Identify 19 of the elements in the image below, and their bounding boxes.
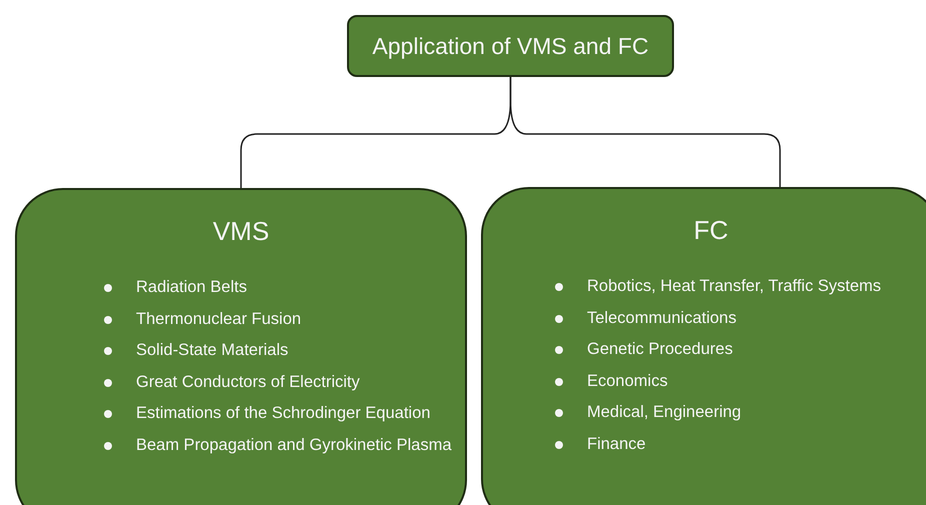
category-panel [481, 187, 926, 505]
list-item: Genetic Procedures [587, 339, 733, 360]
list-item: Economics [587, 370, 668, 392]
list-item: Telecommunications [587, 308, 736, 328]
list-item: Finance [587, 434, 646, 454]
list-item: Solid-State Materials [136, 340, 288, 361]
list-item: Beam Propagation and Gyrokinetic Plasma [136, 434, 452, 456]
category-panel [15, 188, 467, 505]
list-item: Estimations of the Schrodinger Equation [136, 403, 430, 424]
title-text: Application of VMS and FC [372, 32, 649, 60]
panel-heading: FC [694, 215, 728, 245]
title-box [347, 15, 674, 77]
list-item: Robotics, Heat Transfer, Traffic Systems [587, 276, 882, 297]
list-item: Thermonuclear Fusion [136, 308, 302, 330]
list-item: Radiation Belts [136, 277, 247, 298]
bracket-connector [510, 77, 781, 187]
list-item: Medical, Engineering [587, 402, 742, 423]
panel-heading: VMS [212, 216, 270, 246]
list-item: Great Conductors of Electricity [136, 372, 360, 392]
